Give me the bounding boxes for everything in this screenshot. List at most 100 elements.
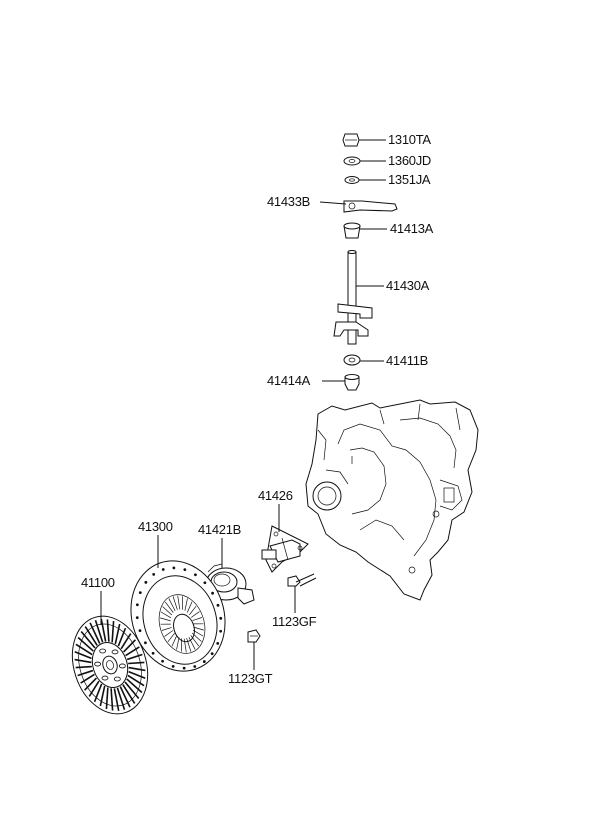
friction-segment [105, 687, 109, 710]
friction-segment [77, 669, 94, 677]
label-1310TA: 1310TA [388, 132, 431, 147]
label-41430A: 41430A [386, 278, 430, 293]
friction-segment [122, 639, 136, 653]
damper-spring [94, 661, 102, 667]
cover-rivet [203, 581, 207, 585]
friction-segment [80, 631, 96, 649]
leader-lines-lower [100, 504, 296, 670]
bushing-41413A [343, 222, 361, 239]
diaphragm-finger [191, 632, 202, 642]
label-41100: 41100 [81, 575, 115, 590]
label-41421B: 41421B [198, 522, 241, 537]
diaphragm-finger [171, 635, 178, 647]
friction-segment [127, 674, 145, 687]
bushing-41411B [343, 354, 361, 366]
friction-segment [128, 670, 146, 679]
label-1123GF: 1123GF [272, 614, 317, 629]
friction-segment [110, 688, 114, 711]
friction-segment [100, 619, 107, 642]
diaphragm-finger [164, 630, 174, 637]
damper-spring [101, 675, 109, 681]
friction-segment [93, 683, 103, 703]
friction-segment [80, 673, 95, 684]
bolt-1123GT [247, 629, 261, 643]
damper-spring [113, 676, 121, 682]
cover-rivet [151, 651, 155, 655]
friction-segment [122, 684, 136, 704]
cover-rivet [135, 616, 139, 620]
label-1123GT: 1123GT [228, 671, 273, 686]
cover-rivet [216, 641, 220, 645]
label-1360JD: 1360JD [388, 153, 431, 168]
friction-segment [75, 665, 92, 669]
label-41433B: 41433B [267, 194, 310, 209]
friction-segment [128, 666, 146, 672]
label-41426: 41426 [258, 488, 293, 503]
diaphragm-finger [162, 606, 173, 616]
friction-segment [84, 626, 98, 646]
damper-spring [111, 649, 119, 655]
diaphragm-finger [177, 595, 181, 610]
cover-rivet [161, 659, 164, 663]
friction-segment [119, 686, 131, 708]
damper-springs [94, 648, 126, 682]
diaphragm-finger [160, 611, 172, 619]
diaphragm-finger [186, 601, 193, 613]
diaphragm-finger [176, 637, 180, 650]
damper-spring [99, 648, 107, 654]
cover-rivet [219, 616, 223, 620]
washer-1360JD [343, 156, 361, 166]
friction-segment [74, 651, 92, 660]
diaphragm-finger [192, 629, 204, 637]
diaphragm-finger [167, 633, 175, 643]
cover-rivet [144, 580, 148, 584]
friction-segment [116, 687, 126, 710]
cover-rivet [183, 568, 187, 572]
friction-segment [120, 633, 132, 650]
bolt-1123GF [287, 573, 317, 587]
diaphragm-finger [183, 638, 187, 653]
cover-rivet [193, 665, 197, 668]
diaphragm-finger [161, 627, 172, 631]
cover-rivet [144, 641, 147, 645]
friction-segment [84, 677, 98, 691]
friction-segment [75, 643, 93, 656]
cover-rivet [138, 629, 142, 633]
label-41411B: 41411B [386, 353, 428, 368]
label-41414A: 41414A [267, 373, 311, 388]
cover-rivet [210, 652, 214, 656]
cover-rivet [211, 591, 214, 595]
label-1351JA: 1351JA [388, 172, 431, 187]
friction-segment [114, 623, 121, 645]
cover-rivet [194, 573, 197, 577]
washer-1351JA [344, 176, 360, 184]
diaphragm-fingers [160, 595, 204, 653]
friction-segment [99, 685, 106, 707]
diaphragm-finger [190, 611, 200, 618]
friction-segment [124, 681, 140, 699]
label-41300: 41300 [138, 519, 173, 534]
damper-spring [118, 663, 126, 669]
lever-41433B [343, 200, 398, 213]
cover-rivet [135, 603, 139, 607]
friction-segments [74, 619, 146, 711]
leader-lines-upper [319, 139, 387, 382]
friction-segment [117, 627, 127, 647]
friction-segment [111, 620, 115, 643]
diaphragm-finger [164, 601, 174, 613]
friction-segment [74, 658, 92, 664]
friction-segment [106, 619, 110, 642]
cover-rivet [216, 603, 220, 607]
cover-rivets [135, 566, 223, 670]
cover-rivet [202, 660, 206, 663]
cover-rivet [219, 629, 223, 633]
friction-segment [89, 622, 101, 644]
cover-rivet [171, 664, 175, 668]
cover-rivet [152, 573, 156, 576]
diaphragm-finger [189, 605, 197, 615]
label-41413A: 41413A [390, 221, 434, 236]
cover-rivet [182, 666, 186, 670]
shaft-41430A [333, 250, 373, 345]
